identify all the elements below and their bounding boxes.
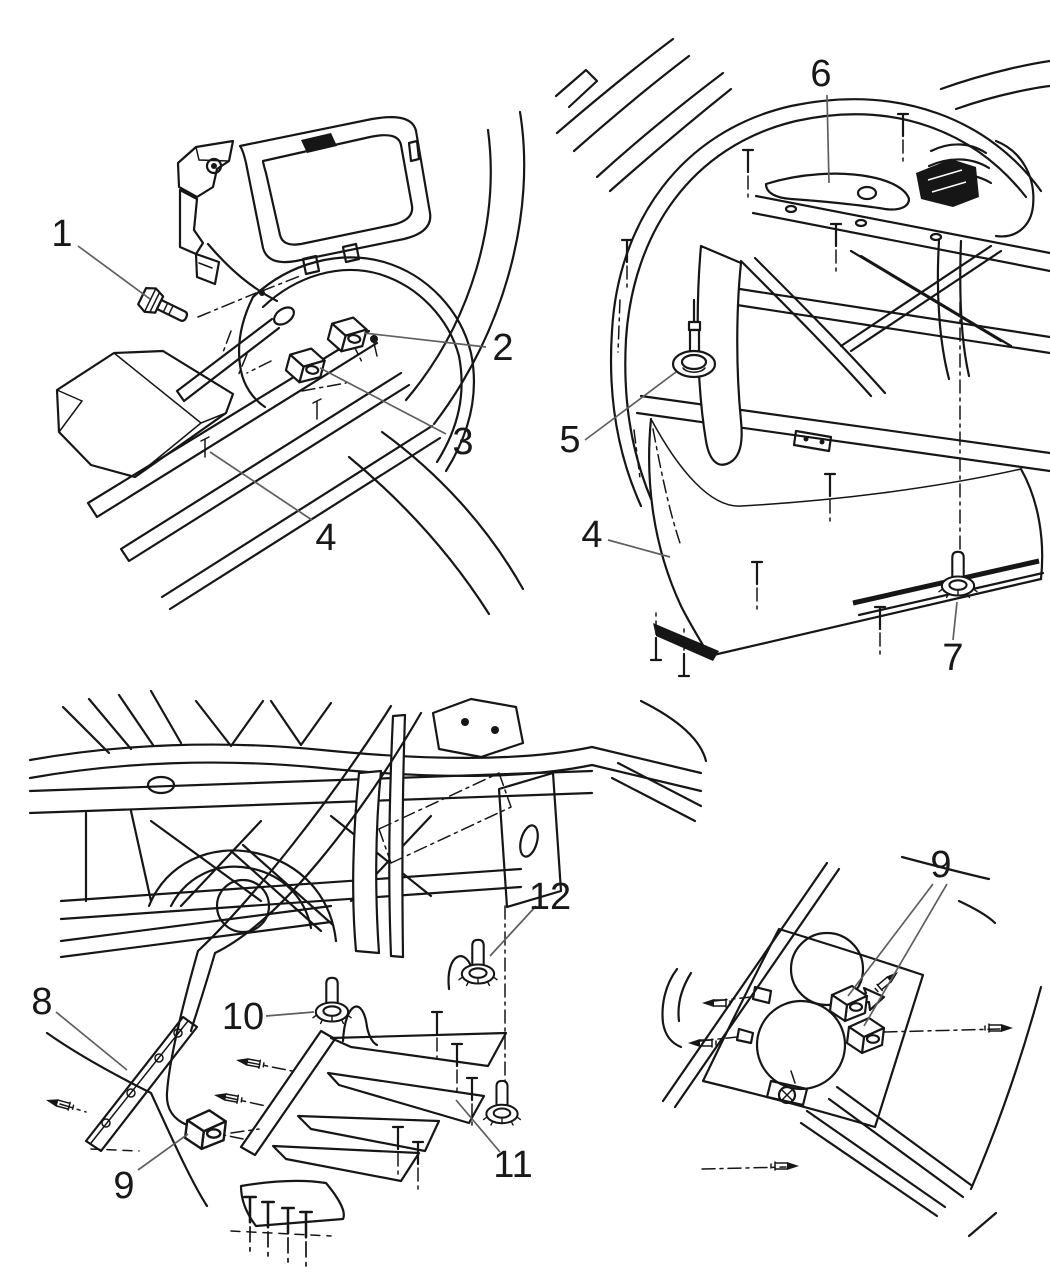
callout-12: 12: [489, 876, 571, 957]
view-rear-wheelhouse: 6 5 4 7: [554, 37, 1050, 679]
callout-label-8: 8: [31, 981, 52, 1023]
push-pin-7: [937, 301, 979, 599]
rear-wheelhouse-line-art: [554, 37, 1050, 661]
leader-line-10: [265, 1011, 315, 1017]
callout-1: 1: [51, 213, 151, 300]
leader-line-2: [363, 332, 487, 348]
callout-4-front: 4: [209, 451, 337, 559]
sill-panel-8: [44, 1015, 199, 1153]
underbody-chassis-line-art: [28, 689, 708, 1208]
hex-bolt-1: [135, 283, 193, 331]
leader-line-9-underbody: [137, 1133, 189, 1171]
leader-line-11: [455, 1099, 501, 1153]
u-nut-clip-9a: [828, 984, 869, 1023]
leader-line-8: [55, 1011, 128, 1071]
callout-9-underbody: 9: [113, 1133, 189, 1207]
floor-pan-line-art: [661, 855, 1043, 1238]
callout-4-rear: 4: [581, 514, 671, 558]
leader-line-12: [489, 905, 537, 957]
callout-6: 6: [810, 53, 832, 184]
callout-11: 11: [455, 1099, 533, 1186]
callout-label-11: 11: [493, 1144, 532, 1186]
callout-label-5: 5: [559, 419, 580, 461]
callout-3: 3: [319, 367, 474, 463]
callout-9-floor-pan: 9: [847, 844, 952, 1027]
callout-2: 2: [363, 327, 514, 369]
splash-shield-louvers-11: [192, 905, 522, 1274]
screw-washer-5: [671, 298, 717, 379]
callout-10: 10: [222, 996, 315, 1038]
callout-label-12: 12: [529, 876, 571, 918]
leader-line-3: [319, 367, 447, 435]
u-nut-clip-2: [325, 313, 370, 356]
leader-line-1: [77, 245, 151, 300]
callout-label-3: 3: [452, 421, 473, 463]
callout-label-9-underbody: 9: [113, 1165, 134, 1207]
callout-7: 7: [942, 601, 964, 679]
leader-line-4-rear: [607, 539, 671, 558]
push-pin-10: [311, 976, 379, 1047]
leader-line-5: [584, 371, 677, 441]
callout-8: 8: [31, 981, 128, 1071]
callout-label-6: 6: [810, 53, 831, 95]
u-nut-clip-9-underbody: [183, 1109, 260, 1151]
leader-line-9b: [863, 883, 948, 1027]
control-arm-6: [764, 159, 979, 211]
front-wheelhouse-line-art: [55, 110, 526, 616]
leader-line-9a: [847, 883, 934, 997]
leader-line-6: [826, 94, 830, 184]
callout-label-1: 1: [51, 213, 72, 255]
push-pin-12: [457, 938, 499, 987]
leader-line-7: [952, 601, 958, 641]
view-front-wheelhouse: 1 2 3 4: [51, 110, 526, 616]
callout-label-4-rear: 4: [581, 514, 602, 556]
callout-5: 5: [559, 371, 677, 461]
callout-label-7: 7: [942, 637, 963, 679]
view-underbody: 8 9 10 11 12: [28, 689, 708, 1274]
callout-label-4-front: 4: [315, 517, 336, 559]
callout-label-2: 2: [492, 327, 513, 369]
leader-line-4-front: [209, 451, 313, 521]
callout-label-10: 10: [222, 996, 264, 1038]
callout-label-9-floor-pan: 9: [930, 844, 951, 886]
view-floor-pan: 9: [661, 844, 1043, 1238]
